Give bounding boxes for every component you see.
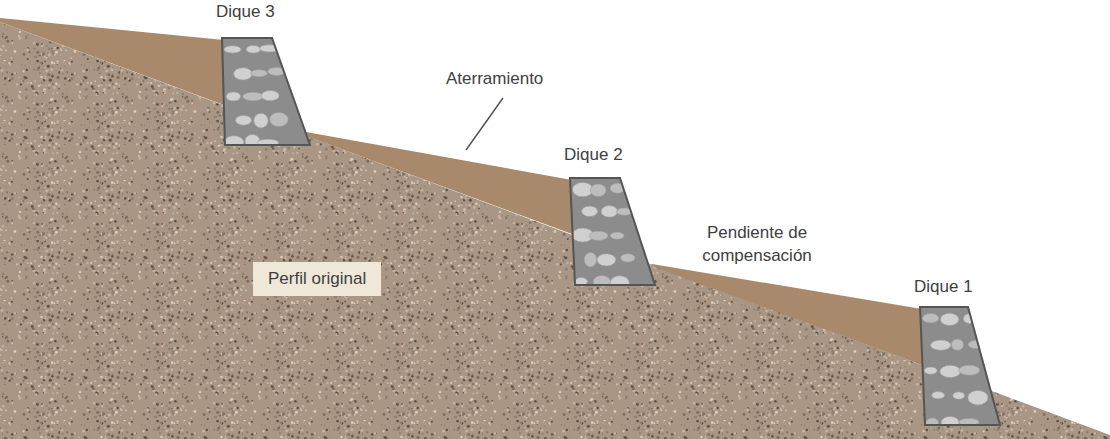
sediment-wedge xyxy=(0,18,224,105)
slope-label: Pendiente de compensación xyxy=(693,222,821,268)
dam-shape xyxy=(900,277,1010,427)
sediment-wedge xyxy=(306,132,572,234)
original-profile xyxy=(0,22,1110,439)
dam-label: Dique 2 xyxy=(564,145,623,165)
dam-label: Dique 1 xyxy=(914,277,973,297)
check-dam: Dique 2 xyxy=(548,145,663,287)
sediment-wedge xyxy=(652,264,922,365)
dam-shape xyxy=(205,2,320,148)
check-dam: Dique 1 xyxy=(900,277,1010,427)
dam-label: Dique 3 xyxy=(216,2,275,22)
sediment-label: Aterramiento xyxy=(446,68,543,91)
check-dam: Dique 3 xyxy=(205,2,320,148)
dam-shape xyxy=(548,145,663,287)
region-label: Perfil original xyxy=(268,269,366,289)
leader-line xyxy=(466,98,503,150)
region-label-box: Perfil original xyxy=(253,262,381,296)
